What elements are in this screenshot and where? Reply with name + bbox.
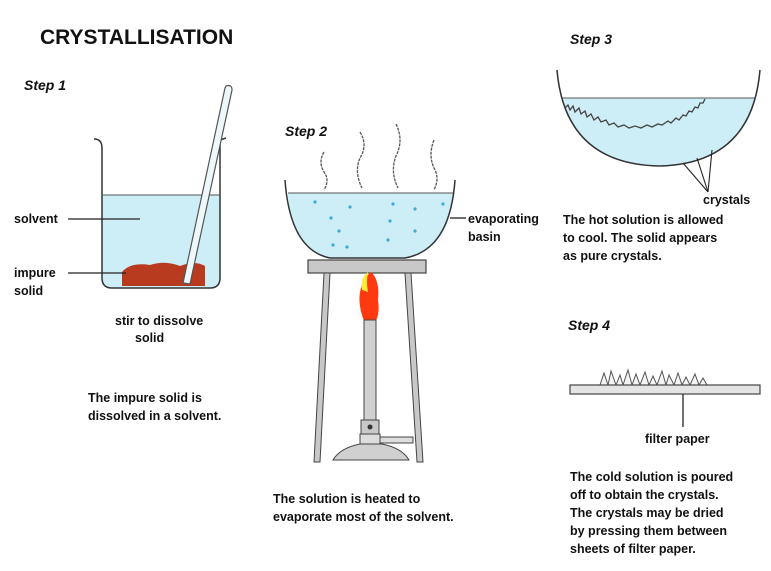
step1-heading: Step 1 xyxy=(24,77,66,93)
tripod-leg-right xyxy=(404,272,424,463)
beaker xyxy=(93,137,227,289)
flame xyxy=(359,272,379,321)
step2-group: Step 2 evaporating basin The solutio xyxy=(273,123,539,524)
step2-caption-line2: evaporate most of the solvent. xyxy=(273,510,454,524)
bunsen-base xyxy=(332,443,410,461)
basin-label-line2: basin xyxy=(468,230,501,244)
stir-label-line2: solid xyxy=(135,331,164,345)
cooling-dish xyxy=(556,69,761,167)
step1-group: Step 1 solvent impure solid stir to diss… xyxy=(14,77,233,423)
basin-crystals xyxy=(313,200,445,249)
step3-caption-line3: as pure crystals. xyxy=(563,249,662,263)
evaporating-basin xyxy=(284,179,456,259)
filter-paper-label: filter paper xyxy=(645,432,710,446)
crystals-label: crystals xyxy=(703,193,750,207)
step3-caption-line2: to cool. The solid appears xyxy=(563,231,717,245)
step3-caption-line1: The hot solution is allowed xyxy=(563,213,723,227)
step2-heading: Step 2 xyxy=(285,123,327,139)
filter-paper xyxy=(569,384,761,395)
stir-label-line1: stir to dissolve xyxy=(115,314,203,328)
step4-heading: Step 4 xyxy=(568,317,610,333)
bunsen-tube xyxy=(363,319,377,421)
step4-caption-line5: sheets of filter paper. xyxy=(570,542,696,556)
step4-caption-line2: off to obtain the crystals. xyxy=(570,488,719,502)
tripod-top xyxy=(307,259,427,274)
step1-caption-line2: dissolved in a solvent. xyxy=(88,409,221,423)
crystals-in-dish xyxy=(564,98,706,129)
step4-caption-line3: The crystals may be dried xyxy=(570,506,724,520)
step4-caption-line4: by pressing them between xyxy=(570,524,727,538)
tripod-leg-left xyxy=(313,272,331,463)
solvent-label: solvent xyxy=(14,212,59,226)
crystals-on-paper xyxy=(599,368,708,387)
step3-heading: Step 3 xyxy=(570,31,612,47)
diagram-title: CRYSTALLISATION xyxy=(40,26,233,49)
step3-group: Step 3 crystals The hot solution is allo… xyxy=(556,31,761,263)
step1-caption-line1: The impure solid is xyxy=(88,391,202,405)
stirring-rod xyxy=(182,84,233,285)
step4-group: Step 4 filter paper The cold solution is… xyxy=(568,317,761,556)
impure-label: impure xyxy=(14,266,56,280)
step4-caption-line1: The cold solution is poured xyxy=(570,470,733,484)
cooling-solution xyxy=(562,98,756,166)
gas-inlet xyxy=(379,436,414,444)
basin-label-line1: evaporating xyxy=(468,212,539,226)
steam-lines xyxy=(320,123,438,191)
step2-caption-line1: The solution is heated to xyxy=(273,492,421,506)
basin-solution xyxy=(288,193,453,258)
solid-label: solid xyxy=(14,284,43,298)
